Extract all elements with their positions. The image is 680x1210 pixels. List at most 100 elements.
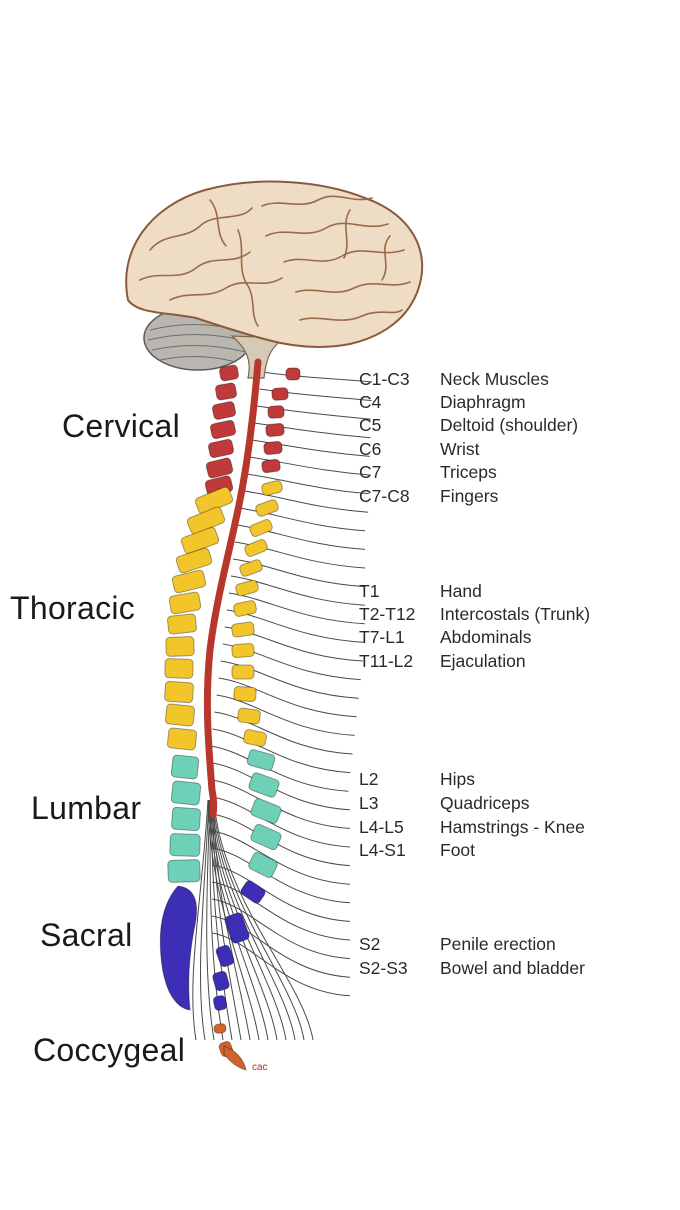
vertebra-process-sacral <box>212 970 230 992</box>
segment-label: L2 <box>359 769 379 789</box>
nerve-line <box>246 473 369 495</box>
function-label: Neck Muscles <box>440 369 549 389</box>
vertebra-body-cervical <box>214 382 238 401</box>
nerve-line <box>211 799 296 1041</box>
function-label: Diaphragm <box>440 392 526 412</box>
vertebra-body-thoracic <box>164 703 196 727</box>
nerve-line <box>212 728 351 774</box>
segment-label: C1-C3 <box>359 369 410 389</box>
nerve-line <box>232 558 365 588</box>
vertebra-process-thoracic <box>249 519 273 537</box>
vertebra-body-cervical <box>219 364 239 382</box>
nerve-line <box>212 799 305 1041</box>
vertebra-process-thoracic <box>255 499 279 517</box>
nerve-line <box>234 541 365 569</box>
vertebra-body-thoracic <box>164 658 194 679</box>
region-label-thoracic: Thoracic <box>10 590 136 626</box>
sacrum <box>159 885 198 1011</box>
gyri <box>139 195 411 327</box>
vertebra-process-lumbar <box>248 852 278 878</box>
nerve-line <box>199 799 210 1041</box>
function-label: Bowel and bladder <box>440 958 585 978</box>
brainstem <box>230 335 287 379</box>
nerve-line <box>211 830 351 885</box>
brain <box>125 180 424 379</box>
nerve-line <box>230 575 365 606</box>
vertebra-process-thoracic <box>243 729 267 747</box>
nerve-line <box>220 660 359 699</box>
vertebra-body-thoracic <box>166 727 198 751</box>
function-label: Wrist <box>440 439 480 459</box>
vertebra-process-thoracic <box>233 686 257 702</box>
vertebra-body-lumbar <box>171 806 201 832</box>
segment-label: T7-L1 <box>359 627 405 647</box>
nerve-line <box>244 490 369 513</box>
vertebra-process-cervical <box>261 458 281 474</box>
vertebra-process-coccygeal <box>213 1023 227 1034</box>
function-label: Fingers <box>440 486 499 506</box>
vertebra-body-cervical <box>207 438 235 459</box>
segment-label: T11-L2 <box>359 651 414 671</box>
nerve-line <box>211 932 351 997</box>
nerve-line <box>261 371 373 383</box>
vertebra-process-lumbar <box>250 798 282 824</box>
function-label: Triceps <box>440 462 497 482</box>
nerve-line <box>249 456 370 476</box>
nerve-line <box>218 677 357 718</box>
nerve-line <box>214 711 353 755</box>
function-label: Foot <box>440 840 476 860</box>
segment-label: T1 <box>359 581 380 601</box>
spinal-nerves <box>192 371 373 1041</box>
segment-label: T2-T12 <box>359 604 416 624</box>
nerve-line <box>236 524 366 550</box>
vertebra-body-cervical <box>205 457 234 479</box>
function-label: Ejaculation <box>440 651 526 671</box>
vertebra-body-lumbar <box>170 754 200 780</box>
vertebra-body-thoracic <box>164 680 194 704</box>
segment-label: C7 <box>359 462 382 482</box>
vertebra-process-lumbar <box>250 823 282 851</box>
vertebral-column <box>159 364 301 1071</box>
vertebra-body-cervical <box>209 419 237 440</box>
vertebra-process-sacral <box>240 880 266 904</box>
vertebra-body-lumbar <box>170 780 202 806</box>
vertebra-process-thoracic <box>244 539 268 557</box>
vertebra-process-cervical <box>265 422 285 438</box>
nerve-line <box>251 439 370 457</box>
nerve-line <box>192 799 209 1041</box>
segment-label: C5 <box>359 415 382 435</box>
vertebra-process-thoracic <box>231 643 255 658</box>
vertebra-process-cervical <box>263 440 283 456</box>
vertebra-process-sacral <box>212 995 228 1011</box>
function-label: Hamstrings - Knee <box>440 817 585 837</box>
region-label-cervical: Cervical <box>62 408 180 444</box>
nerve-line <box>254 422 371 439</box>
segment-label: S2-S3 <box>359 958 408 978</box>
vertebra-body-thoracic <box>167 613 197 635</box>
nerve-line <box>259 388 372 402</box>
vertebra-process-thoracic <box>231 664 255 680</box>
nerve-line <box>211 813 351 867</box>
vertebra-process-thoracic <box>261 480 283 496</box>
vertebra-body-thoracic <box>175 547 213 574</box>
vertebra-body-thoracic <box>171 569 207 594</box>
vertebra-body-thoracic <box>180 526 220 555</box>
segment-label: L3 <box>359 793 379 813</box>
spinal-cord <box>203 358 262 819</box>
function-label: Abdominals <box>440 627 532 647</box>
vertebra-process-cervical <box>285 367 301 381</box>
vertebra-body-lumbar <box>169 833 201 857</box>
nerve-line <box>211 779 351 829</box>
coccyx-tip <box>223 1045 247 1071</box>
vertebra-process-lumbar <box>246 749 276 771</box>
nerve-line <box>211 864 351 922</box>
segment-label: C6 <box>359 439 382 459</box>
artist-signature: cac <box>252 1062 268 1073</box>
function-label: Penile erection <box>440 934 556 954</box>
nerve-line <box>211 796 351 848</box>
vertebra-body-lumbar <box>167 859 201 883</box>
nerve-line <box>211 881 351 941</box>
vertebra-process-thoracic <box>235 579 259 597</box>
segment-label: S2 <box>359 934 381 954</box>
function-label: Deltoid (shoulder) <box>440 415 579 435</box>
